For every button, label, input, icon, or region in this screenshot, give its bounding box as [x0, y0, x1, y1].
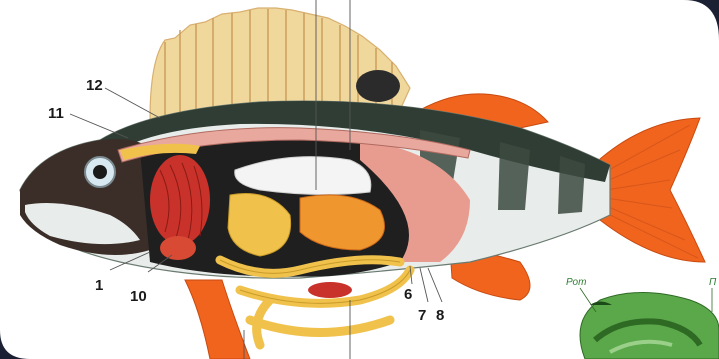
- spleen: [308, 282, 352, 298]
- dorsal-fin-spot: [356, 70, 400, 102]
- label-7: 7: [418, 307, 426, 324]
- inset-caption-mouth: Рот: [566, 277, 586, 288]
- label-11: 11: [48, 105, 64, 122]
- heart: [160, 236, 196, 260]
- label-8: 8: [436, 307, 444, 324]
- inset-caption-cut: П: [709, 277, 717, 288]
- fish-pupil: [93, 165, 107, 179]
- label-12: 12: [86, 77, 103, 94]
- label-1: 1: [95, 277, 103, 294]
- label-10: 10: [130, 288, 147, 305]
- label-6: 6: [404, 286, 412, 303]
